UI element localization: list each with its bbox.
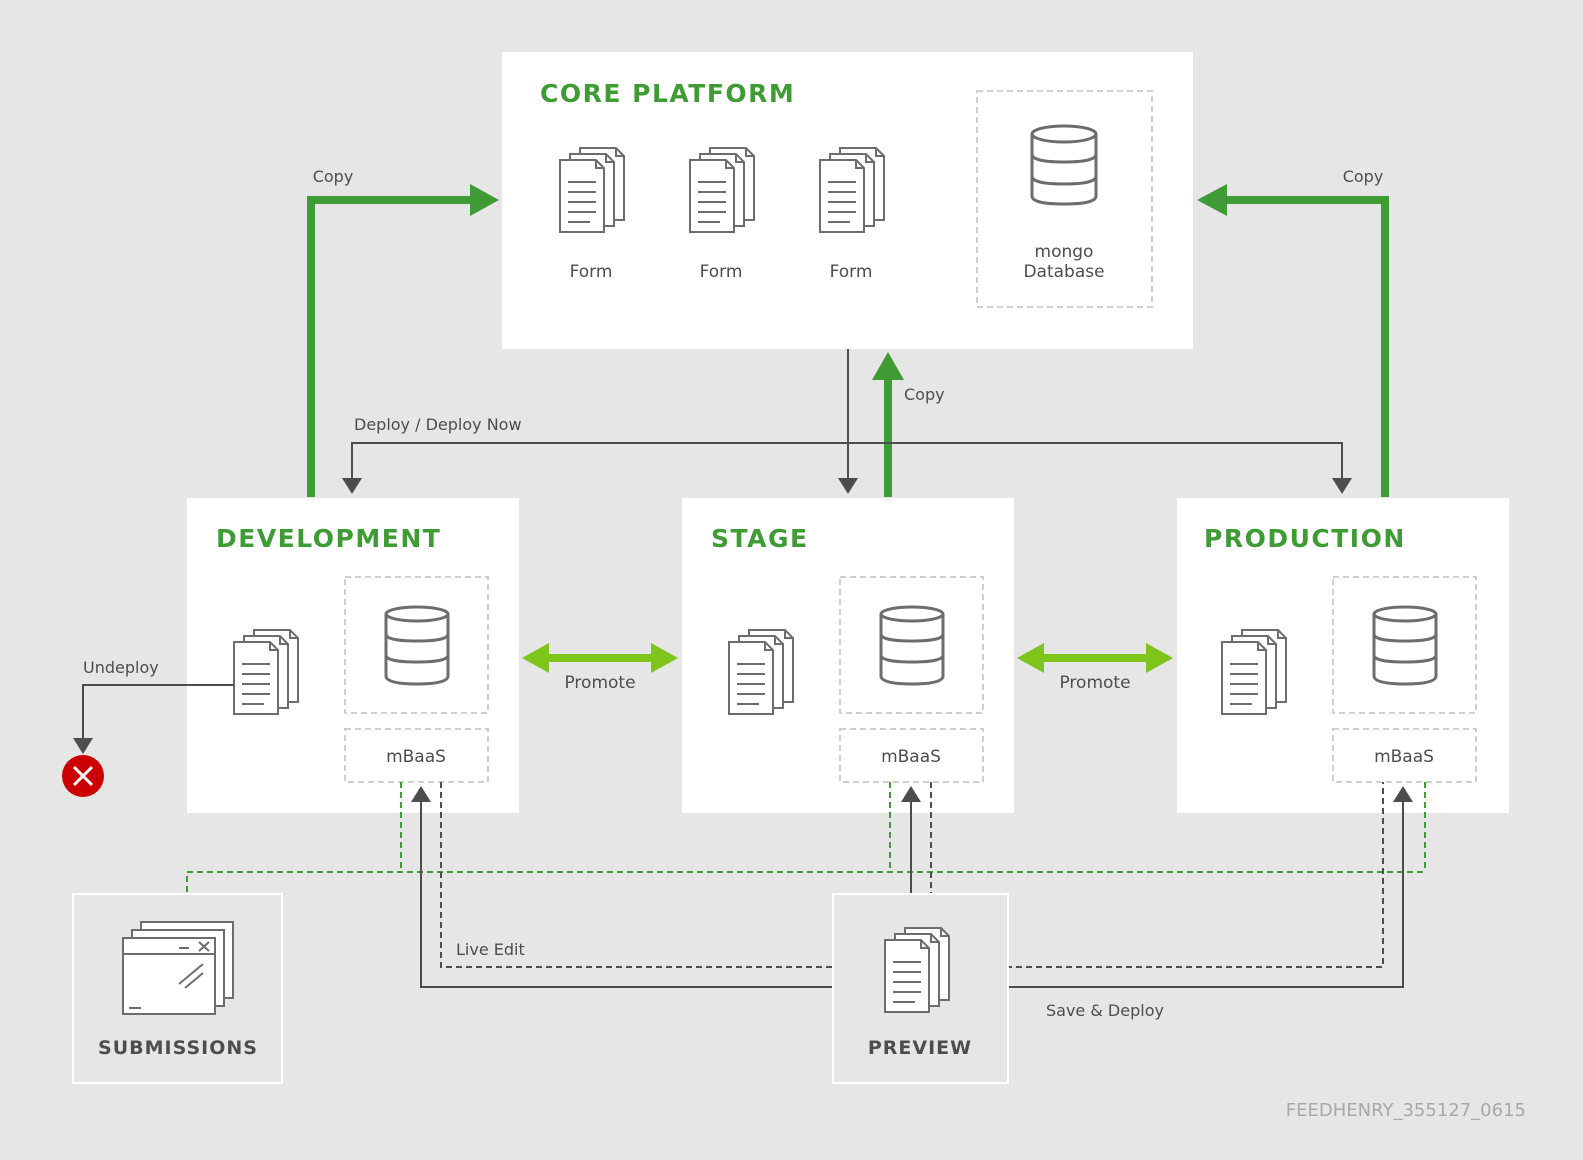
promote-label-right: Promote: [1059, 673, 1130, 693]
promote-label-left: Promote: [564, 673, 635, 693]
deploy-label: Deploy / Deploy Now: [354, 415, 522, 434]
mongo-database-icon: [1030, 124, 1098, 206]
database-label-line1: mongo: [1035, 242, 1094, 262]
production-title: PRODUCTION: [1204, 524, 1406, 553]
copy-label-middle: Copy: [904, 385, 945, 404]
production-forms-icon: [1221, 629, 1287, 715]
live-edit-label: Live Edit: [456, 940, 525, 959]
development-forms-icon: [233, 629, 299, 715]
database-label-line2: Database: [1023, 262, 1104, 282]
deploy-arrowhead-production: [1332, 478, 1352, 494]
copy-label-left: Copy: [313, 167, 354, 186]
save-deploy-arrowhead-development: [411, 786, 431, 802]
copy-label-right: Copy: [1343, 167, 1384, 186]
stage-title: STAGE: [711, 524, 809, 553]
form-icon-3: [819, 147, 885, 233]
form-label-2: Form: [700, 262, 743, 282]
error-x-icon: [62, 755, 104, 797]
undeploy-label: Undeploy: [83, 658, 159, 677]
deploy-arrowhead-development: [342, 478, 362, 494]
submissions-title: SUBMISSIONS: [98, 1037, 258, 1059]
submissions-dashed-lines: [186, 782, 1426, 922]
copy-arrow-right: [1197, 184, 1389, 497]
submissions-window-icon: [122, 921, 234, 1015]
development-database-icon: [384, 605, 450, 686]
save-deploy-label: Save & Deploy: [1046, 1001, 1164, 1020]
undeploy-arrow: [73, 684, 234, 754]
preview-title: PREVIEW: [868, 1037, 972, 1059]
core-platform-title: CORE PLATFORM: [540, 79, 795, 108]
save-deploy-arrowhead-production: [1393, 786, 1413, 802]
production-database-icon: [1372, 605, 1438, 686]
stage-mbaas-frame: [839, 728, 984, 783]
form-label-3: Form: [830, 262, 873, 282]
stage-db-frame: [839, 576, 984, 714]
database-frame: [976, 90, 1153, 308]
development-db-frame: [344, 576, 489, 714]
deploy-arrows: [351, 349, 1343, 480]
stage-database-icon: [879, 605, 945, 686]
save-deploy-arrowhead-stage: [901, 786, 921, 802]
form-icon-2: [689, 147, 755, 233]
production-db-frame: [1332, 576, 1477, 714]
deploy-arrowhead-stage: [838, 478, 858, 494]
production-mbaas-label: mBaaS: [1374, 747, 1434, 767]
development-title: DEVELOPMENT: [216, 524, 441, 553]
promote-arrow-left: [522, 643, 678, 673]
production-mbaas-frame: [1332, 728, 1477, 783]
stage-forms-icon: [728, 629, 794, 715]
development-mbaas-frame: [344, 728, 489, 783]
stage-mbaas-label: mBaaS: [881, 747, 941, 767]
figure-id-label: FEEDHENRY_355127_0615: [1286, 1100, 1526, 1121]
copy-arrow-left: [307, 184, 499, 497]
preview-forms-icon: [884, 927, 950, 1013]
promote-arrow-right: [1017, 643, 1173, 673]
development-mbaas-label: mBaaS: [386, 747, 446, 767]
copy-arrow-middle: [872, 352, 904, 497]
form-icon-1: [559, 147, 625, 233]
form-label-1: Form: [570, 262, 613, 282]
